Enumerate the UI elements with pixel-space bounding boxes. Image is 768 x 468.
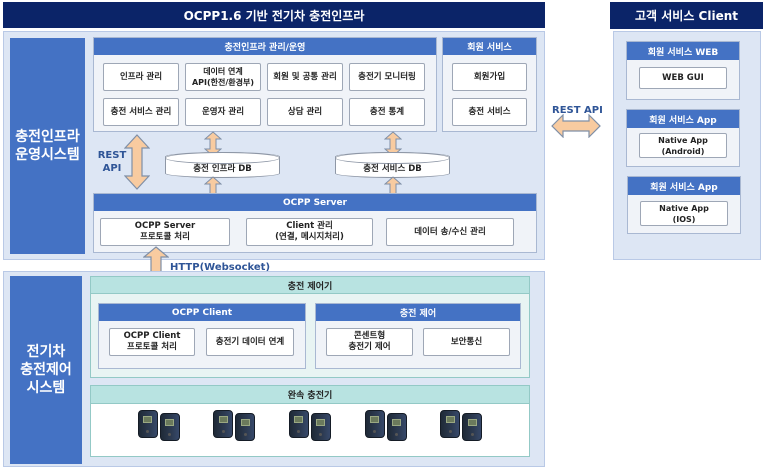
rest-api-label: REST API: [97, 150, 127, 174]
client-box-android: Native App (Android): [639, 133, 727, 158]
control-box-outlet: 콘센트형 충전기 제어: [326, 328, 413, 356]
mgmt-box-consult: 상담 관리: [267, 98, 343, 126]
client-box-protocol: OCPP Client 프로토콜 처리: [109, 328, 195, 356]
ev-charger-icon: [137, 410, 158, 438]
charger-pair: [440, 410, 483, 441]
ocpp-server-header: OCPP Server: [94, 194, 536, 211]
charging-system-label: 전기차 충전제어 시스템: [10, 276, 82, 464]
charger-pair: [364, 410, 407, 441]
rest-api-vertical-arrow: [124, 134, 150, 190]
ev-charger-icon: [462, 413, 483, 441]
operation-system-label: 충전인프라 운영시스템: [10, 38, 85, 254]
ev-charger-icon: [310, 413, 331, 441]
mgmt-box-statistics: 충전 통계: [349, 98, 425, 126]
mgmt-box-data-api: 데이터 연계 API(한전/환경부): [185, 63, 261, 91]
ev-charger-icon: [364, 410, 385, 438]
client-box-web-gui: WEB GUI: [639, 67, 727, 89]
mgmt-box-operator: 운영자 관리: [185, 98, 261, 126]
slow-charger-header: 완속 충전기: [91, 386, 529, 404]
ev-charger-icon: [159, 413, 180, 441]
mgmt-box-monitoring: 충전기 모니터링: [349, 63, 425, 91]
ev-charger-icon: [440, 410, 461, 438]
server-box-protocol: OCPP Server 프로토콜 처리: [100, 218, 230, 246]
charger-pair: [288, 410, 331, 441]
client-box-ios: Native App (IOS): [640, 201, 728, 226]
charger-row: [91, 404, 529, 441]
member-box-charging: 충전 서비스: [452, 98, 527, 126]
mgmt-box-charging-service: 충전 서비스 관리: [103, 98, 179, 126]
mgmt-box-member: 회원 및 공통 관리: [267, 63, 343, 91]
client-box-data: 충전기 데이터 연계: [206, 328, 294, 356]
client-group-ios-header: 회원 서비스 App: [628, 177, 740, 195]
client-rest-api-label: REST API: [552, 105, 603, 116]
member-service-header: 회원 서비스: [443, 38, 536, 55]
management-header: 충전인프라 관리/운영: [94, 38, 436, 55]
charger-pair: [213, 410, 256, 441]
ocpp-client-header: OCPP Client: [99, 304, 305, 321]
db-service: 충전 서비스 DB: [335, 152, 450, 178]
slow-charger-group: 완속 충전기: [90, 385, 530, 457]
ev-charger-icon: [288, 410, 309, 438]
server-box-client: Client 관리 (연결, 메시지처리): [246, 218, 373, 246]
charge-controller-header: 충전 제어기: [91, 277, 529, 294]
server-box-data: 데이터 송/수신 관리: [386, 218, 514, 246]
control-box-security: 보안통신: [423, 328, 510, 356]
customer-client-title: 고객 서비스 Client: [610, 2, 763, 29]
member-box-signup: 회원가입: [452, 63, 527, 91]
db-infra: 충전 인프라 DB: [165, 152, 280, 178]
ev-charger-icon: [213, 410, 234, 438]
ev-charger-icon: [386, 413, 407, 441]
charger-pair: [137, 410, 180, 441]
http-websocket-label: HTTP(Websocket): [170, 262, 271, 273]
charge-control-header: 충전 제어: [316, 304, 520, 321]
db-infra-label: 충전 인프라 DB: [193, 164, 252, 174]
client-group-web-header: 회원 서비스 WEB: [627, 42, 739, 60]
db-service-label: 충전 서비스 DB: [363, 164, 422, 174]
main-title: OCPP1.6 기반 전기차 충전인프라: [3, 2, 545, 28]
rest-api-horizontal-arrow: [551, 114, 601, 138]
client-group-android-header: 회원 서비스 App: [627, 110, 739, 128]
mgmt-box-infra: 인프라 관리: [103, 63, 179, 91]
ev-charger-icon: [235, 413, 256, 441]
